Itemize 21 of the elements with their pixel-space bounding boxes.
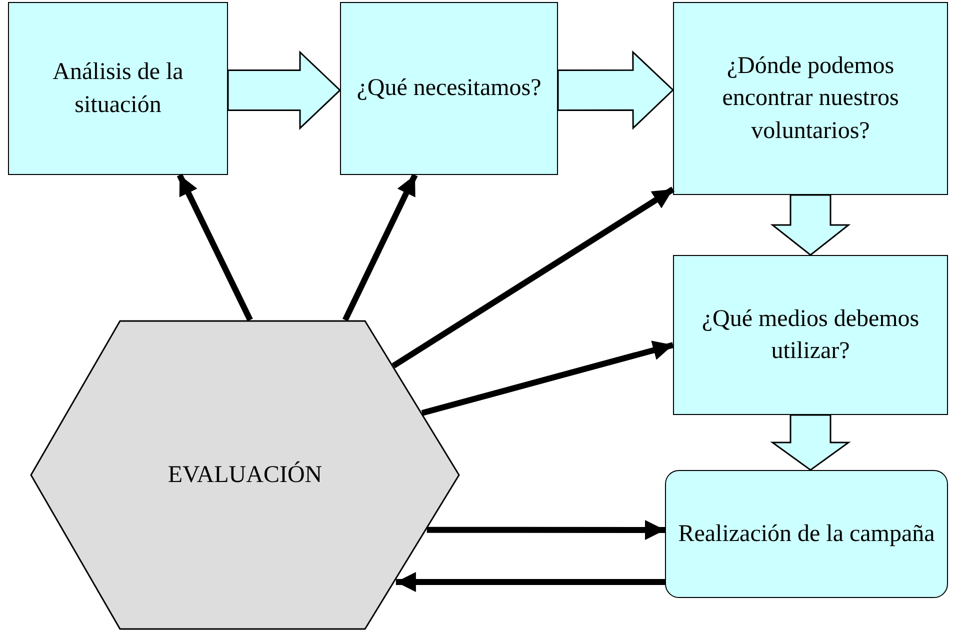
arrow <box>392 186 675 368</box>
arrow <box>176 174 253 322</box>
process-box <box>340 2 558 175</box>
arrow <box>396 572 665 592</box>
node-label: ¿Qué necesitamos? <box>356 74 542 104</box>
arrow <box>421 340 674 416</box>
node-label: Análisis de la situación <box>52 58 184 120</box>
block-arrow <box>557 50 674 130</box>
rounded-box <box>665 470 948 598</box>
block-arrow <box>227 50 342 130</box>
arrow <box>342 174 418 322</box>
block-arrow <box>770 194 851 256</box>
node-label: ¿Qué medios debemos utilizar? <box>700 304 920 366</box>
process-box <box>673 2 948 195</box>
node-label: EVALUACIÓN <box>166 460 324 490</box>
node-label: Realización de la campaña <box>677 520 936 549</box>
process-box <box>8 2 228 175</box>
node-label: ¿Dónde podemos encontrar nuestros voluntarios? <box>721 52 900 146</box>
process-box <box>673 255 948 415</box>
block-arrow <box>770 414 851 471</box>
arrow <box>426 520 665 540</box>
